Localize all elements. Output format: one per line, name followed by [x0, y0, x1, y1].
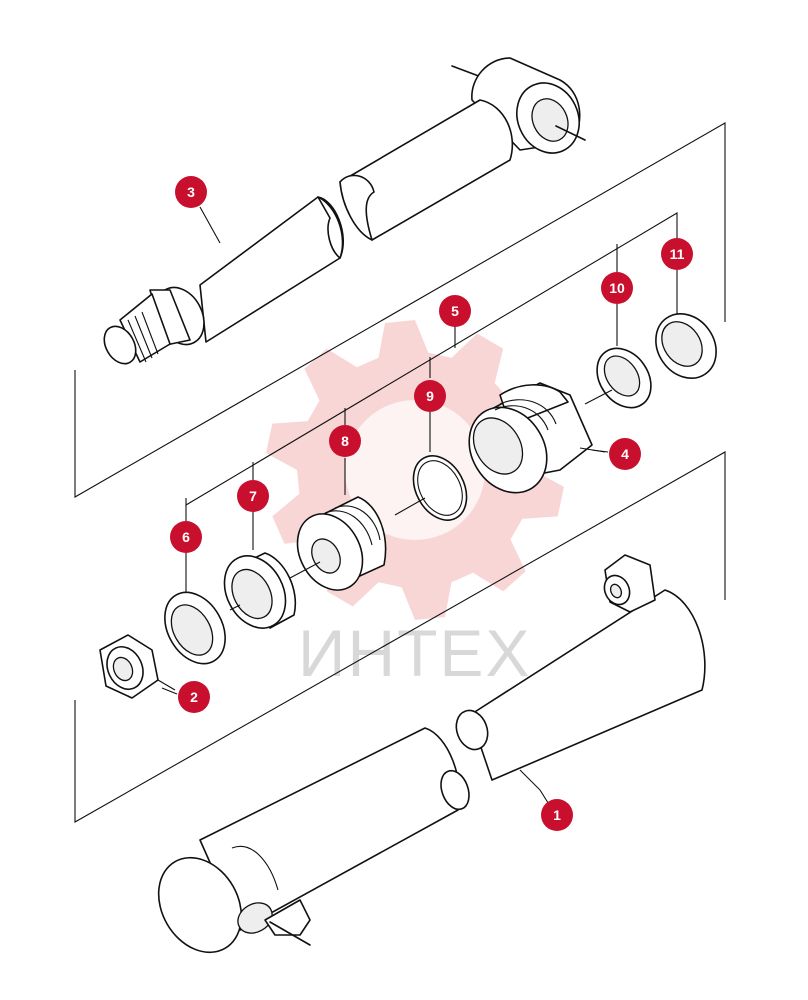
callout-badge: [601, 272, 633, 304]
backup-ring: [596, 347, 652, 409]
callout-9: 9: [414, 380, 446, 412]
callout-number: 10: [609, 280, 625, 296]
callout-number: 3: [187, 184, 195, 200]
lower-kit-bracket: [74, 451, 726, 823]
callout-number: 4: [621, 446, 629, 462]
callout-4: 4: [609, 438, 641, 470]
callout-badge: [329, 425, 361, 457]
axis-line-d: [584, 389, 613, 405]
callout-badge: [609, 438, 641, 470]
callout-number: 9: [426, 388, 434, 404]
gland-head: [468, 382, 606, 494]
callout-3: 3: [175, 176, 207, 208]
leader-2: [161, 687, 178, 695]
leader-4: [591, 449, 609, 453]
callout-number: 8: [341, 433, 349, 449]
callout-10: 10: [601, 272, 633, 304]
wiper-seal: [655, 313, 717, 379]
callout-badge: [237, 480, 269, 512]
piston: [296, 496, 387, 591]
callout-badge: [170, 521, 202, 553]
callout-badge: [541, 799, 573, 831]
callout-badge: [439, 295, 471, 327]
wear-ring: [164, 591, 226, 665]
o-ring: [412, 455, 468, 521]
callout-5: 5: [439, 295, 471, 327]
cylinder-barrel: [157, 554, 706, 954]
callout-8: 8: [329, 425, 361, 457]
leader-3: [199, 206, 221, 244]
callout-number: 7: [249, 488, 257, 504]
callout-number: 2: [190, 689, 198, 705]
watermark-logo: ИНТЕХ: [266, 320, 564, 690]
callout-badge: [178, 681, 210, 713]
callout-badge: [175, 176, 207, 208]
callout-badge: [661, 238, 693, 270]
piston-rod: [103, 57, 586, 365]
callout-number: 1: [553, 807, 561, 823]
axis-line-a: [229, 604, 241, 611]
callout-2: 2: [178, 681, 210, 713]
callout-11: 11: [661, 238, 693, 270]
spacer-ring: [223, 552, 297, 629]
callout-7: 7: [237, 480, 269, 512]
axis-line-c: [394, 497, 426, 516]
callout-markers: 1 2 3 4 5 6 7 8 9 10 11: [170, 176, 693, 831]
callout-badge: [414, 380, 446, 412]
upper-kit-bracket: [74, 122, 726, 498]
callout-number: 6: [182, 529, 190, 545]
seal-comb-line: [185, 212, 678, 506]
callout-number: 11: [670, 246, 685, 262]
watermark-text: ИНТЕХ: [298, 616, 531, 690]
callout-6: 6: [170, 521, 202, 553]
callout-number: 5: [451, 303, 459, 319]
callout-1: 1: [541, 799, 573, 831]
axis-line-b: [289, 561, 321, 579]
lock-nut: [99, 634, 176, 699]
